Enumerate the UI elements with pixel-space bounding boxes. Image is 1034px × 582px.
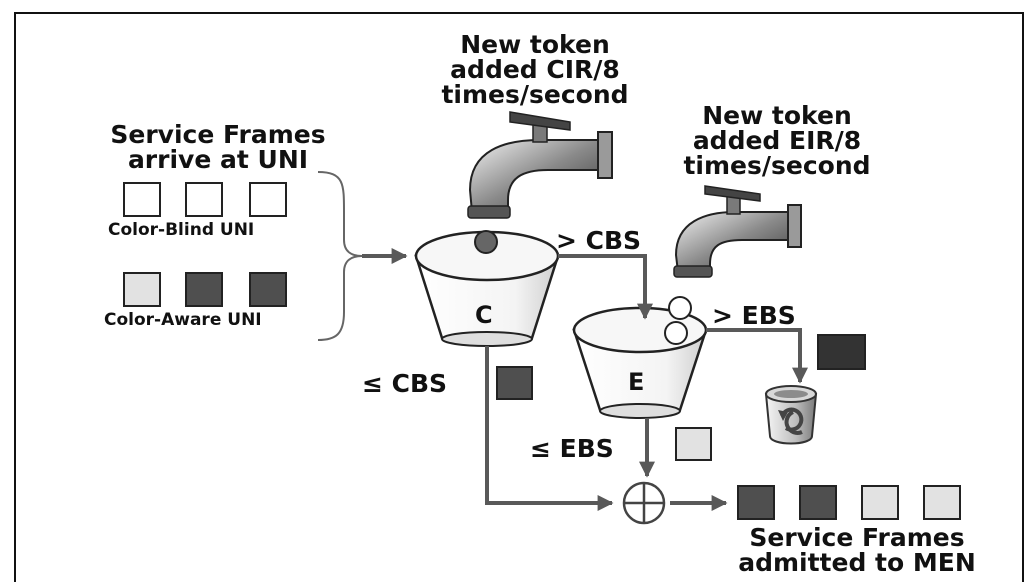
cir-token-line: added CIR/8 (450, 55, 620, 84)
plus-junction-icon (622, 481, 666, 525)
admitted-line: Service Frames (749, 523, 965, 552)
le-ebs-yellow-frame (675, 427, 712, 461)
white-frame (185, 182, 223, 217)
input-brace (317, 171, 363, 341)
yellow-frame (123, 272, 161, 307)
le-cbs-green-frame (496, 366, 533, 400)
green-frame (737, 485, 775, 520)
color-blind-label: Color-Blind UNI (108, 220, 255, 240)
token-icon (664, 321, 688, 345)
eir-token-line: New token (702, 101, 852, 130)
cir-token-line: times/second (441, 80, 629, 109)
white-frame (123, 182, 161, 217)
admitted-frames (737, 485, 961, 520)
cir-token-label: New token added CIR/8 times/second (424, 32, 646, 107)
overflow-cbs-arrow (558, 254, 653, 320)
admitted-label: Service Frames admitted to MEN (726, 525, 988, 575)
green-frame (185, 272, 223, 307)
eir-token-line: times/second (683, 151, 871, 180)
diagram-border (14, 12, 1024, 582)
yellow-frame (861, 485, 899, 520)
white-frame (249, 182, 287, 217)
trash-bin-icon (764, 385, 818, 445)
yellow-frame (923, 485, 961, 520)
gt-cbs-label: > CBS (556, 226, 642, 255)
arrive-line: Service Frames (110, 120, 326, 149)
token-icon (474, 230, 498, 254)
green-frame (799, 485, 837, 520)
bucket-icon (572, 296, 708, 419)
gt-ebs-label: > EBS (712, 301, 796, 330)
le-ebs-label: ≤ EBS (530, 434, 614, 463)
eir-token-line: added EIR/8 (692, 126, 862, 155)
overflow-ebs-arrow (706, 328, 808, 384)
bucket-c-label: C (475, 301, 493, 329)
le-cbs-label: ≤ CBS (362, 369, 448, 398)
green-frame (249, 272, 287, 307)
token-icon (668, 296, 692, 320)
color-blind-frames (123, 182, 287, 217)
color-aware-frames (123, 272, 287, 307)
eir-token-label: New token added EIR/8 times/second (662, 103, 892, 178)
arrive-line: arrive at UNI (127, 145, 309, 174)
faucet-icon (673, 185, 802, 278)
faucet-icon (467, 111, 613, 219)
cir-token-line: New token (460, 30, 610, 59)
arrive-label: Service Frames arrive at UNI (84, 122, 352, 172)
admitted-line: admitted to MEN (738, 548, 976, 577)
gt-ebs-red-frame (817, 334, 866, 370)
conform-cbs-line (485, 346, 614, 511)
top-rule (84, 12, 364, 14)
bucket-icon (414, 230, 560, 347)
color-aware-label: Color-Aware UNI (104, 310, 262, 330)
bucket-e-label: E (628, 368, 645, 396)
